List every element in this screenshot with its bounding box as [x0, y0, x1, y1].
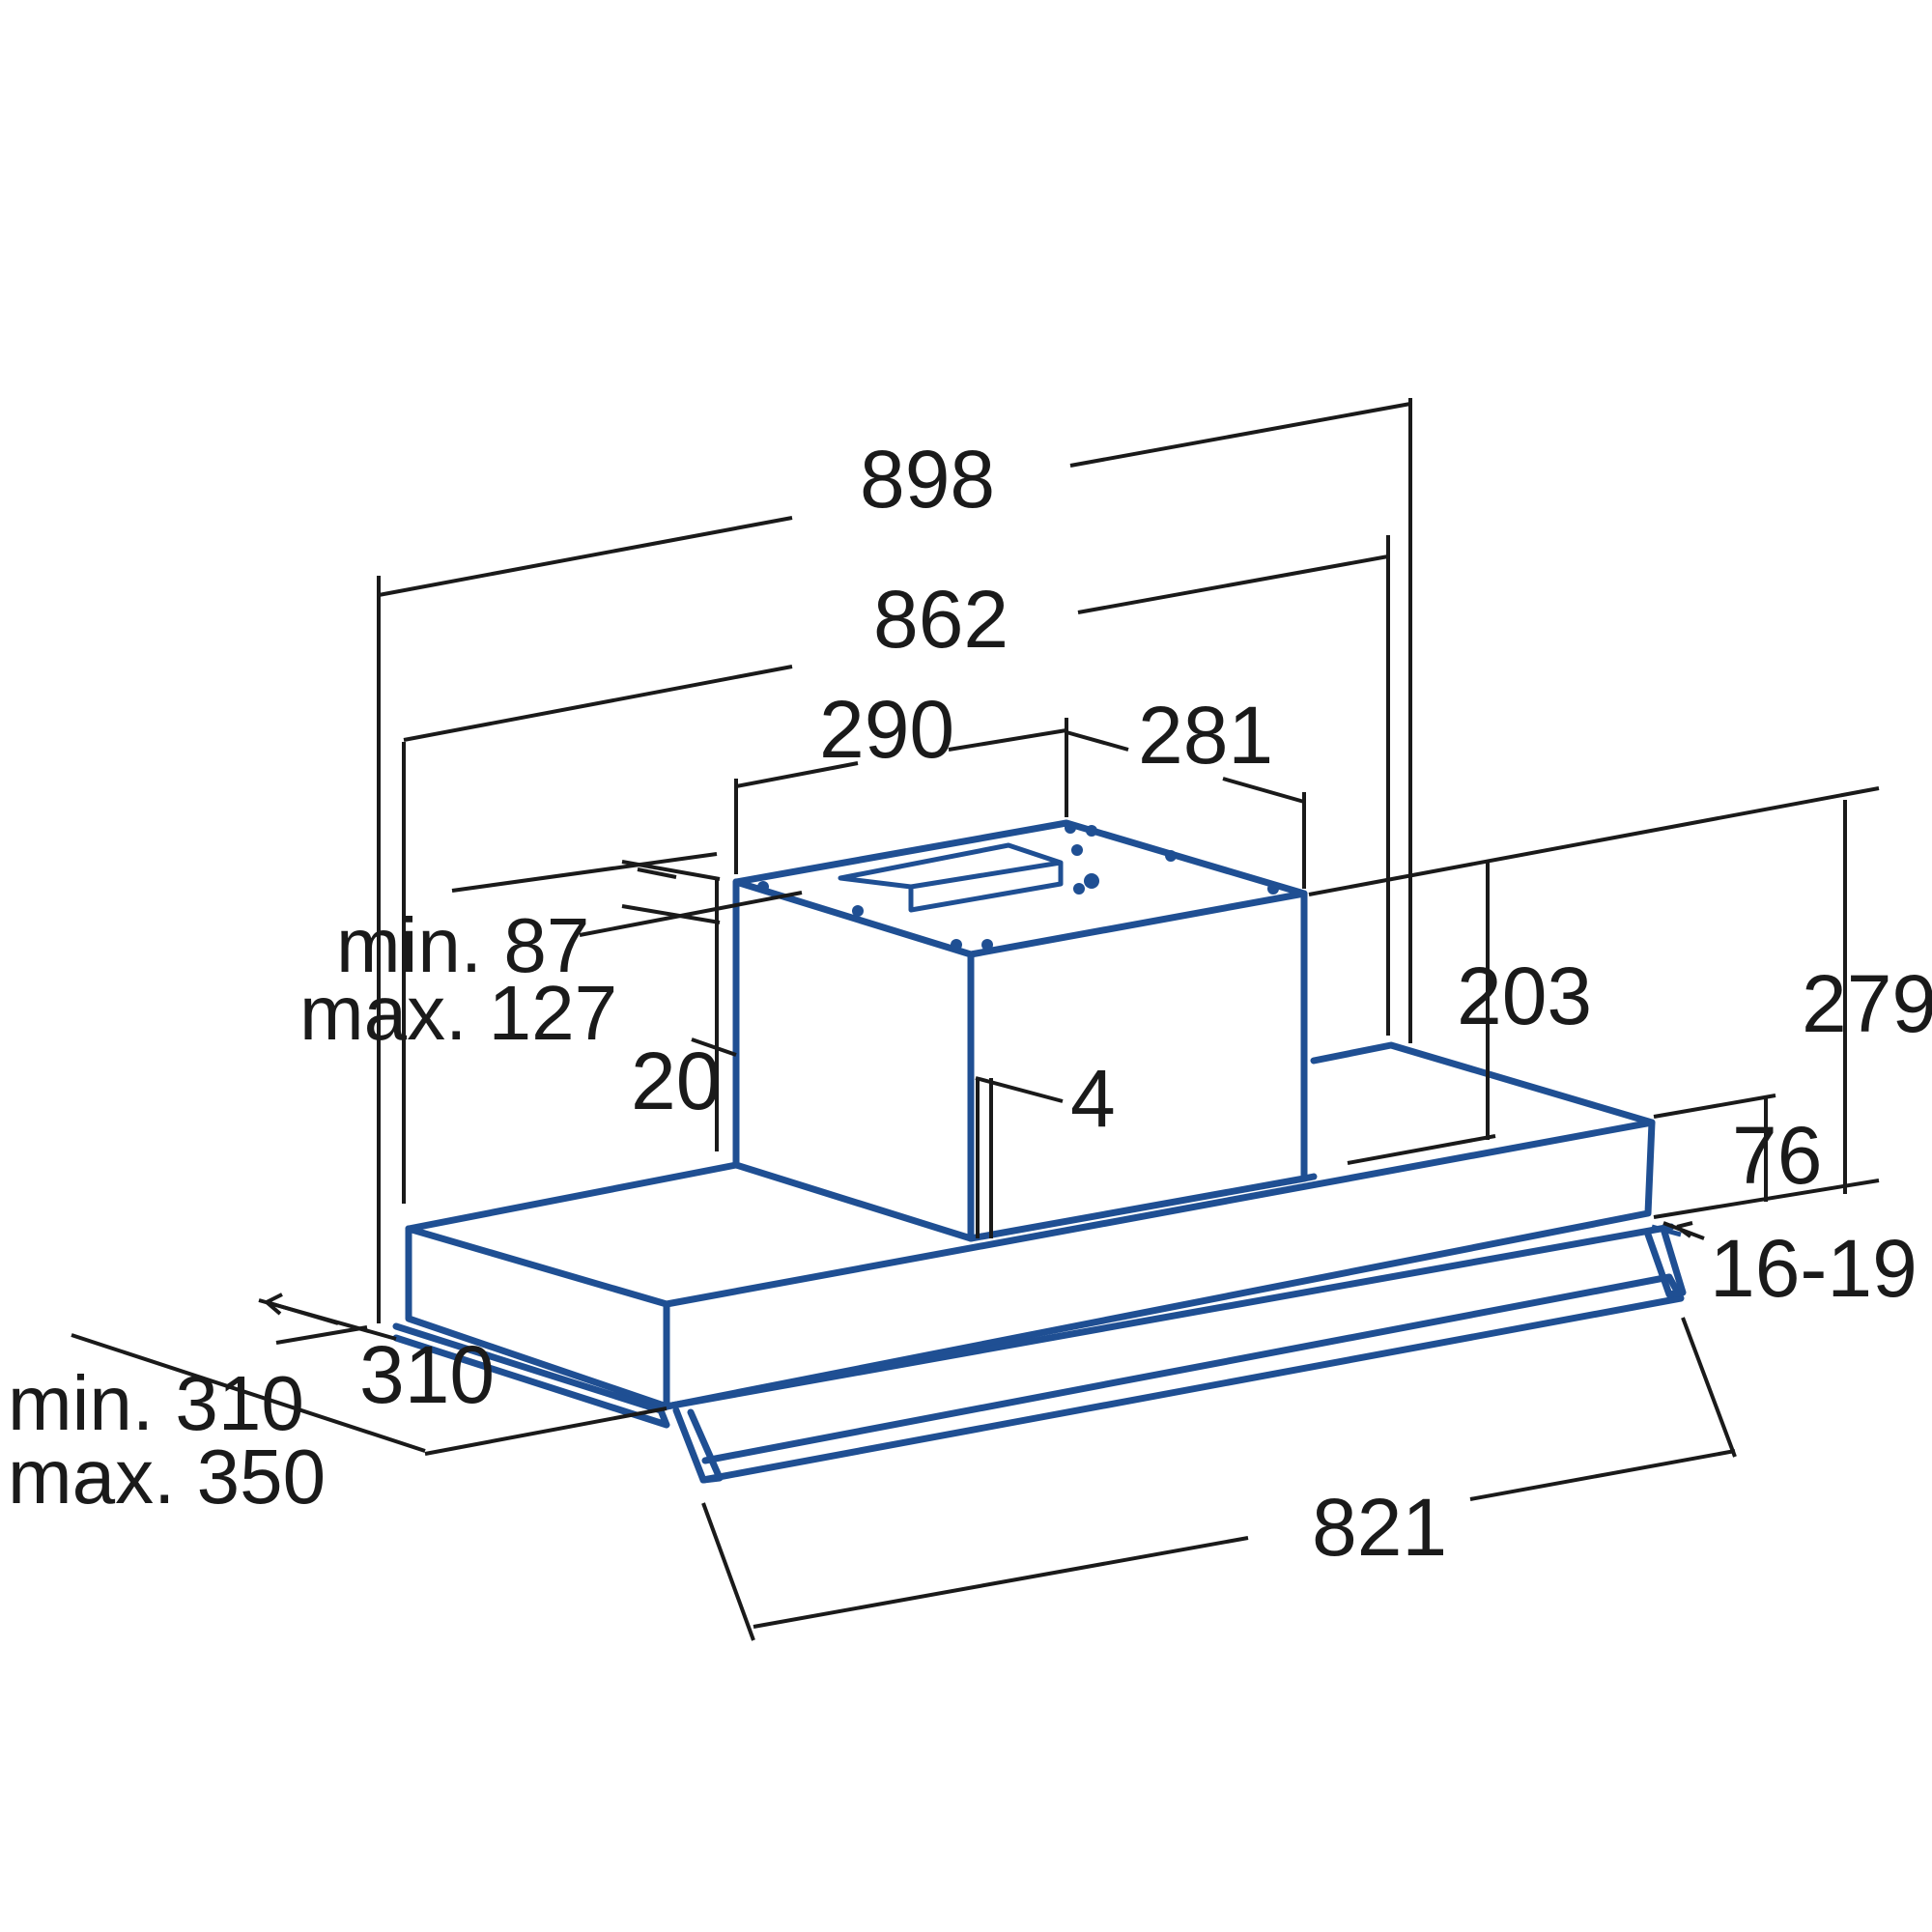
screw-dot [852, 905, 864, 917]
screw-dot [1086, 825, 1097, 837]
dim-898-line-a [378, 516, 793, 597]
dim-310-ext [275, 1325, 368, 1345]
dim-281-line-a [1065, 730, 1129, 752]
screw-dot [1071, 844, 1083, 856]
visor-front [699, 1273, 1685, 1484]
dim-821-line-a [753, 1536, 1249, 1629]
dim-87-arrow [637, 867, 677, 879]
dim-898-line-b [1069, 402, 1411, 468]
label-max-350: max. 350 [8, 1434, 326, 1520]
dim-87-tick-b [621, 904, 721, 924]
dim-350-ext [424, 1406, 668, 1456]
label-max-127: max. 127 [299, 970, 617, 1056]
dim-290-line-b [948, 728, 1067, 752]
label-76: 76 [1732, 1110, 1822, 1201]
duct-opening [838, 842, 1064, 913]
dimension-labels: 898 862 290 281 203 279 76 16-19 4 20 31… [8, 434, 1932, 1573]
dim-87-line-b [579, 891, 803, 937]
dim-87-line-a [451, 852, 718, 893]
screw-dot [1084, 873, 1099, 889]
hood-outline [392, 819, 1687, 1484]
screw-dot [951, 939, 962, 951]
label-290: 290 [819, 684, 954, 775]
canopy-left-top-edge [405, 1119, 1656, 1308]
dimension-lines [71, 398, 1880, 1641]
label-203: 203 [1457, 951, 1592, 1041]
label-16-19: 16-19 [1710, 1223, 1918, 1314]
dim-4-leader [975, 1076, 1064, 1103]
motor-box-left [732, 878, 975, 1242]
screw-dot [1267, 883, 1279, 895]
screw-dot [757, 881, 769, 893]
dim-281-line-b [1222, 777, 1305, 804]
canopy-bottom-edge [663, 1223, 1675, 1410]
dim-203-bottom-ext [1347, 1134, 1496, 1165]
visor-left-arm [672, 1406, 724, 1484]
visor-right-arm [1643, 1225, 1687, 1298]
canopy-top-left [405, 1161, 740, 1233]
screw-dot [981, 939, 993, 951]
dim-821-left-ext [701, 1502, 755, 1641]
motor-box-front [967, 890, 1308, 1242]
label-862: 862 [873, 574, 1009, 665]
dim-862-line-a [403, 665, 793, 742]
visor-right-rail [1651, 1224, 1682, 1237]
dim-87-tick-a [621, 860, 721, 881]
dim-76-top-ext [1653, 1094, 1776, 1119]
screw-dot [1073, 883, 1085, 895]
label-281: 281 [1138, 690, 1273, 781]
label-20: 20 [631, 1036, 721, 1126]
visor-left-rail [392, 1322, 670, 1429]
dim-279-top-ext [1308, 786, 1880, 896]
label-821: 821 [1312, 1482, 1447, 1573]
canopy-left-side [405, 1225, 670, 1410]
label-310: 310 [359, 1329, 495, 1420]
screw-dot [1065, 822, 1076, 834]
dim-20-leader [691, 1037, 737, 1057]
dim-16-19-arrow [1675, 1221, 1693, 1238]
canopy-top-right [1310, 1041, 1656, 1126]
label-min-310: min. 310 [8, 1360, 304, 1446]
dim-821-right-ext [1681, 1317, 1737, 1458]
canopy-front-face [663, 1119, 1656, 1410]
screw-dot [1165, 850, 1177, 862]
dim-290-line-a [735, 761, 859, 788]
dim-310-arrow [265, 1293, 339, 1325]
dim-821-line-b [1469, 1449, 1736, 1501]
dim-862-line-b [1077, 554, 1389, 614]
canopy-back-edge [1300, 1173, 1318, 1182]
label-898: 898 [860, 434, 995, 525]
label-4: 4 [1070, 1053, 1116, 1144]
dim-350-line [71, 1333, 426, 1453]
label-279: 279 [1802, 958, 1932, 1049]
label-min-87: min. 87 [336, 902, 589, 988]
